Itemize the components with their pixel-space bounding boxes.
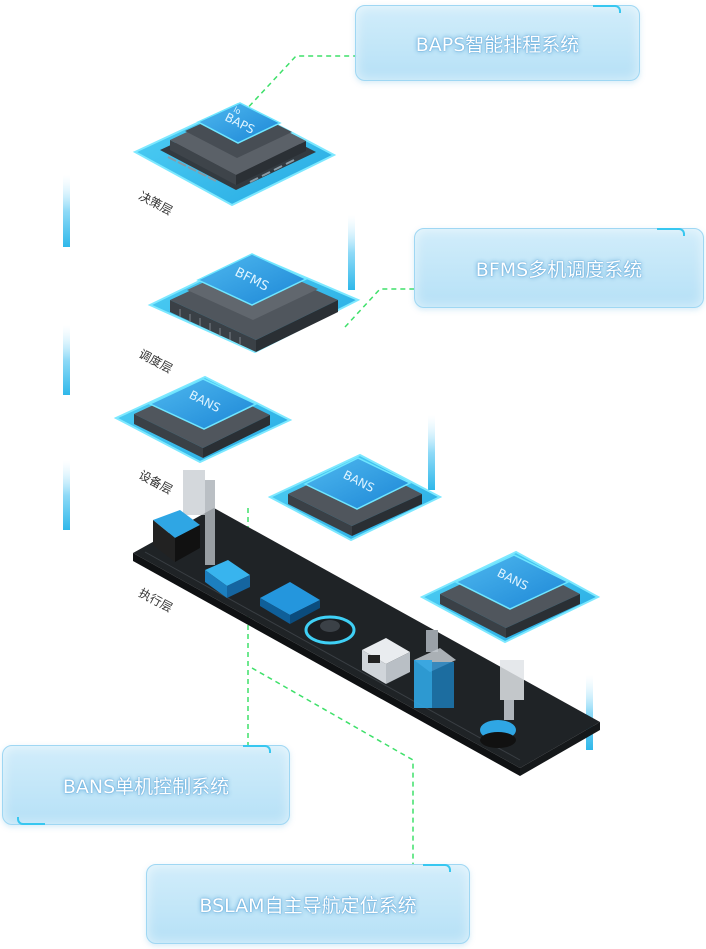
- connector-bfms: [344, 288, 416, 328]
- scanner-device: [414, 630, 456, 708]
- callout-bans-text: BANS单机控制系统: [62, 775, 230, 798]
- callout-corner-accent: [593, 5, 621, 13]
- connector-baps: [242, 55, 357, 114]
- callout-corner-accent: [657, 228, 685, 236]
- callout-corner-accent: [423, 864, 451, 872]
- sensor-stand-device: [480, 660, 524, 748]
- callout-bans: BANS单机控制系统: [2, 745, 290, 825]
- chip-bfms: BFMS: [147, 253, 361, 354]
- chip-bans-exec-2: BANS: [419, 550, 601, 644]
- callout-bslam-text: BSLAM自主导航定位系统: [199, 894, 417, 917]
- callout-corner-accent: [243, 745, 271, 753]
- router-device: [362, 638, 410, 684]
- glow-bar: [586, 675, 593, 750]
- callout-bfms-text: BFMS多机调度系统: [475, 258, 643, 281]
- lidar-device: [304, 615, 356, 645]
- callout-baps: BAPS智能排程系统: [355, 5, 640, 81]
- callout-baps-text: BAPS智能排程系统: [415, 33, 580, 56]
- glow-bar: [63, 325, 70, 395]
- chip-bans-device: BANS: [113, 375, 293, 464]
- execution-plate: [133, 508, 600, 776]
- glow-bars: [63, 175, 593, 750]
- glow-bar: [428, 415, 435, 490]
- execution-devices: [153, 470, 524, 748]
- controller-box-device: [205, 560, 250, 598]
- blue-module-device: [260, 582, 320, 624]
- chip-baps-mark: lo: [232, 105, 243, 116]
- callout-bfms: BFMS多机调度系统: [414, 228, 704, 308]
- glow-bar: [63, 460, 70, 530]
- callout-bslam: BSLAM自主导航定位系统: [146, 864, 470, 944]
- glow-bar: [63, 175, 70, 247]
- glow-bar: [348, 215, 355, 290]
- chip-bans-exec-1: BANS: [267, 453, 443, 542]
- robot-arm-device: [153, 470, 215, 565]
- chip-baps: BAPS lo: [132, 102, 337, 207]
- connector-bslam: [251, 667, 414, 866]
- callout-corner-accent: [17, 817, 45, 825]
